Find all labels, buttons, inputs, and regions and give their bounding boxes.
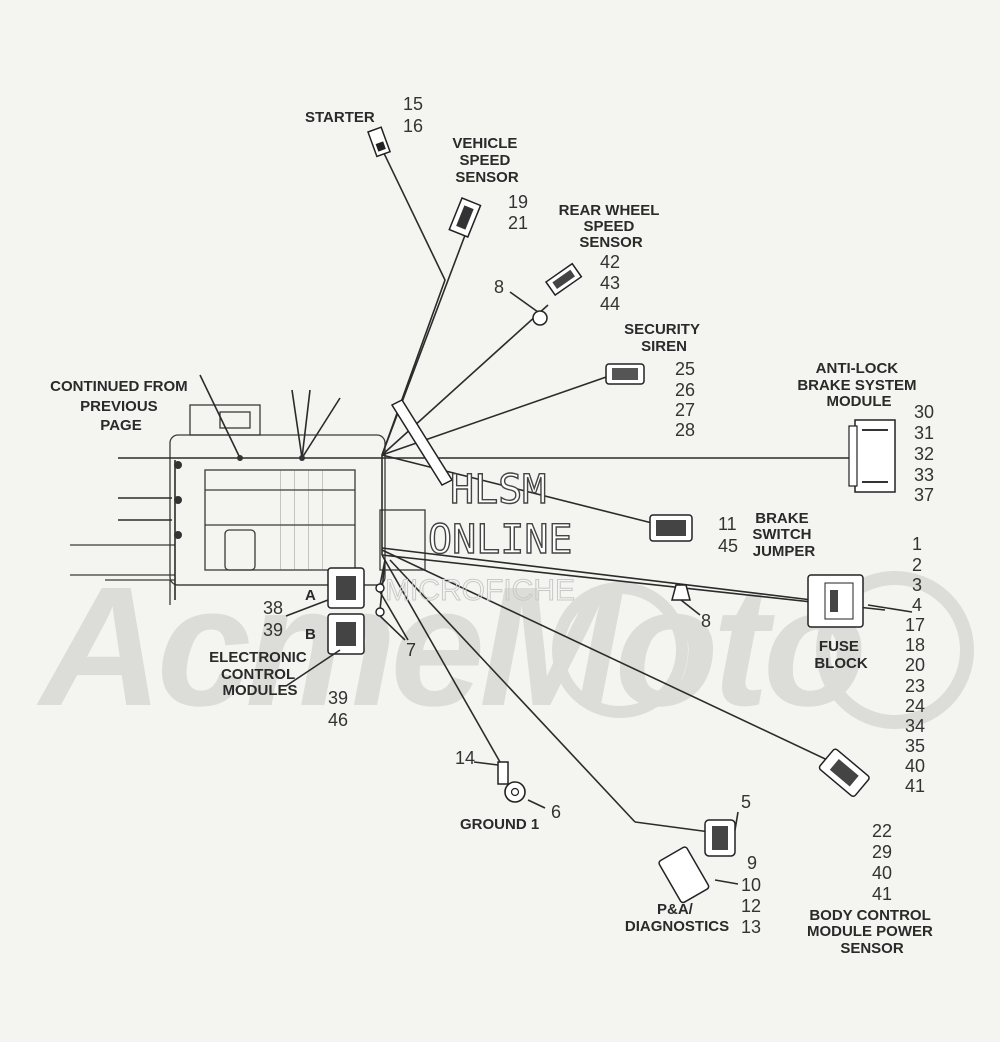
label-ecm-b: B bbox=[305, 626, 316, 643]
bcm-power-sensor-connector bbox=[818, 748, 870, 798]
abs-module-connector bbox=[848, 419, 896, 493]
label-abs-module: ANTI-LOCK BRAKE SYSTEM MODULE bbox=[797, 360, 920, 410]
callout-bcm: 22 29 40 41 bbox=[872, 821, 897, 904]
label-fuse-block: FUSE BLOCK bbox=[814, 638, 867, 672]
label-continued-from-previous-page: CONTINUED FROM PREVIOUS PAGE bbox=[50, 378, 192, 434]
label-rear-wheel-speed-sensor: REAR WHEEL SPEED SENSOR bbox=[559, 202, 664, 251]
callout-ecm-clips: 7 bbox=[406, 640, 416, 660]
callout-leaders bbox=[285, 599, 913, 885]
harness-band bbox=[390, 399, 454, 486]
callout-lower-clip: 8 bbox=[701, 611, 711, 631]
callout-rear-clip: 8 bbox=[494, 277, 504, 297]
vehicle-frame bbox=[70, 404, 426, 605]
label-electronic-control-modules: ELECTRONIC CONTROL MODULES bbox=[209, 649, 311, 699]
callout-fuse-block: 1 2 3 4 17 18 20 23 24 34 35 40 41 bbox=[905, 534, 930, 796]
harness-clips bbox=[174, 455, 305, 539]
wheel-watermark-icon bbox=[552, 571, 974, 729]
label-security-siren: SECURITY SIREN bbox=[624, 321, 704, 355]
security-siren-connector bbox=[605, 363, 645, 385]
callout-abs: 30 31 32 33 37 bbox=[914, 402, 939, 505]
callout-ground-wire: 14 bbox=[455, 748, 475, 768]
callout-security-siren: 25 26 27 28 bbox=[675, 359, 700, 440]
callout-brake-switch: 11 45 bbox=[718, 514, 742, 556]
starter-connector bbox=[367, 126, 392, 158]
label-body-control-module-power-sensor: BODY CONTROL MODULE POWER SENSOR bbox=[807, 907, 937, 957]
watermark-hlsm: HLSM bbox=[450, 467, 546, 513]
rear-clip-icon bbox=[509, 291, 548, 326]
label-ecm-a: A bbox=[305, 587, 316, 604]
watermark-online: ONLINE bbox=[428, 517, 573, 563]
rear-wheel-connector bbox=[544, 262, 583, 297]
harness-wires bbox=[118, 144, 886, 833]
label-pa-diagnostics: P&A/ DIAGNOSTICS bbox=[625, 901, 729, 935]
label-starter: STARTER bbox=[305, 109, 375, 126]
callout-ecm-a: 38 39 bbox=[263, 598, 288, 640]
ecm-b-connector bbox=[327, 613, 365, 655]
ground-eyelet-icon bbox=[497, 761, 526, 803]
callout-rear-wheel: 42 43 44 bbox=[600, 252, 625, 314]
ecm-clip-icons bbox=[375, 583, 409, 641]
callout-starter: 15 16 bbox=[403, 94, 428, 136]
callout-pa-lower: 9 10 12 13 bbox=[741, 853, 766, 937]
brake-switch-connector bbox=[649, 514, 693, 542]
callout-vss: 19 21 bbox=[508, 192, 533, 233]
label-ground-1: GROUND 1 bbox=[460, 816, 539, 833]
vss-connector bbox=[448, 197, 482, 238]
pa-diagnostics-connector bbox=[658, 819, 736, 904]
label-brake-switch-jumper: BRAKE SWITCH JUMPER bbox=[752, 510, 815, 560]
callout-ecm-b: 39 46 bbox=[328, 688, 353, 730]
ecm-a-connector bbox=[327, 567, 365, 609]
watermark-microfiche: MICROFICHE bbox=[385, 574, 575, 607]
fuse-block-connector bbox=[807, 574, 864, 628]
callout-pa-upper: 5 bbox=[741, 792, 751, 812]
lower-clip-icon bbox=[671, 584, 701, 616]
callout-ground-eyelet: 6 bbox=[551, 802, 561, 822]
label-vehicle-speed-sensor: VEHICLE SPEED SENSOR bbox=[452, 135, 521, 186]
